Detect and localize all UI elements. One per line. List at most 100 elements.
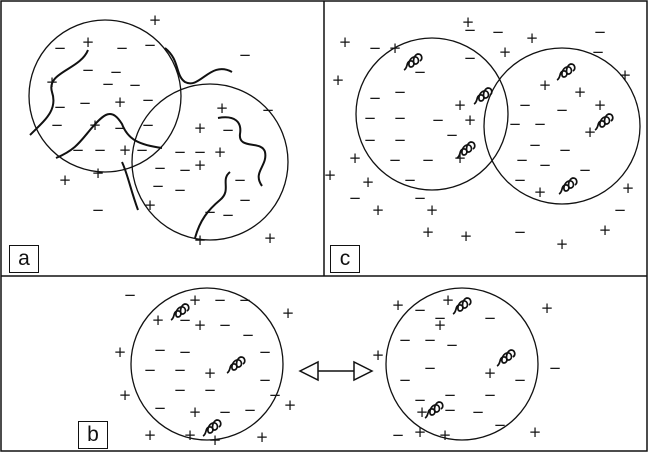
negative-charge: − [539,156,552,174]
negative-charge: − [432,111,445,129]
negative-charge: − [516,151,529,169]
positive-charge: + [282,304,295,322]
negative-charge: − [114,119,127,137]
positive-charge: + [434,316,447,334]
negative-charge: − [394,109,407,127]
negative-charge: − [349,189,362,207]
positive-charge: + [194,156,207,174]
negative-charge: − [514,371,527,389]
negative-charge: − [154,399,167,417]
positive-charge: + [439,426,452,444]
negative-charge: − [51,116,64,134]
positive-charge: + [214,143,227,161]
positive-charge: + [194,231,207,249]
positive-charge: + [284,396,297,414]
negative-charge: − [214,291,227,309]
positive-charge: + [392,296,405,314]
panel-a: +−+−−+−−−−−−+−−+−−+−−+−+−−−+−−+++−−+−−−−… [28,11,289,249]
positive-charge: + [264,229,277,247]
negative-charge: − [446,126,459,144]
positive-charge: + [194,316,207,334]
negative-charge: − [152,177,165,195]
positive-charge: + [584,123,597,141]
positive-charge: + [454,149,467,167]
negative-charge: − [464,21,477,39]
positive-charge: + [189,291,202,309]
negative-charge: − [72,141,85,159]
negative-charge: − [174,143,187,161]
negative-charge: − [369,89,382,107]
negative-charge: − [54,39,67,57]
positive-charge: + [460,227,473,245]
coiled-polymer [556,63,576,81]
negative-charge: − [556,101,569,119]
negative-charge: − [434,309,447,327]
coiled-polymer [202,419,222,437]
negative-charge: − [484,386,497,404]
polymer-chain [217,116,267,187]
positive-charge: + [416,403,429,421]
positive-charge: + [92,164,105,182]
positive-charge: + [256,428,269,446]
panel-label-b: b [78,421,108,449]
positive-charge: + [499,43,512,61]
positive-charge: + [216,99,229,117]
negative-charge: − [124,286,137,304]
panel-label-c: c [330,245,360,273]
positive-charge: + [534,183,547,201]
negative-charge: − [514,171,527,189]
positive-charge: + [114,93,127,111]
negative-charge: − [484,309,497,327]
polymer-chain [55,113,163,159]
positive-charge: + [332,71,345,89]
negative-charge: − [519,96,532,114]
positive-charge: + [484,364,497,382]
negative-charge: − [239,191,252,209]
negative-charge: − [514,223,527,241]
negative-charge: − [446,336,459,354]
particle-b-left [130,287,284,441]
positive-charge: + [414,423,427,441]
positive-charge: + [462,13,475,31]
positive-charge: + [46,73,59,91]
coiled-polymer [456,141,476,159]
positive-charge: + [59,171,72,189]
positive-charge: + [119,141,132,159]
negative-charge: − [94,141,107,159]
positive-charge: + [349,149,362,167]
coiled-polymer [226,356,246,374]
negative-charge: − [414,391,427,409]
negative-charge: − [549,359,562,377]
panel-label-a: a [9,245,39,273]
positive-charge: + [526,29,539,47]
positive-charge: + [209,431,222,449]
negative-charge: − [54,98,67,116]
positive-charge: + [339,33,352,51]
negative-charge: − [154,341,167,359]
particle-b-right [385,287,539,441]
negative-charge: − [559,141,572,159]
negative-charge: − [444,401,457,419]
negative-charge: − [144,36,157,54]
negative-charge: − [594,23,607,41]
negative-charge: − [592,43,605,61]
negative-charge: − [399,371,412,389]
negative-charge: − [464,49,477,67]
positive-charge: + [114,343,127,361]
negative-charge: − [79,94,92,112]
positive-charge: + [594,96,607,114]
negative-charge: − [222,206,235,224]
negative-charge: − [239,291,252,309]
polymer-chain [194,171,231,239]
negative-charge: − [364,131,377,149]
negative-charge: − [92,201,105,219]
positive-charge: + [619,66,632,84]
positive-charge: + [389,39,402,57]
negative-charge: − [579,161,592,179]
negative-charge: − [259,343,272,361]
negative-charge: − [392,426,405,444]
negative-charge: − [110,63,123,81]
negative-charge: − [494,416,507,434]
negative-charge: − [204,381,217,399]
